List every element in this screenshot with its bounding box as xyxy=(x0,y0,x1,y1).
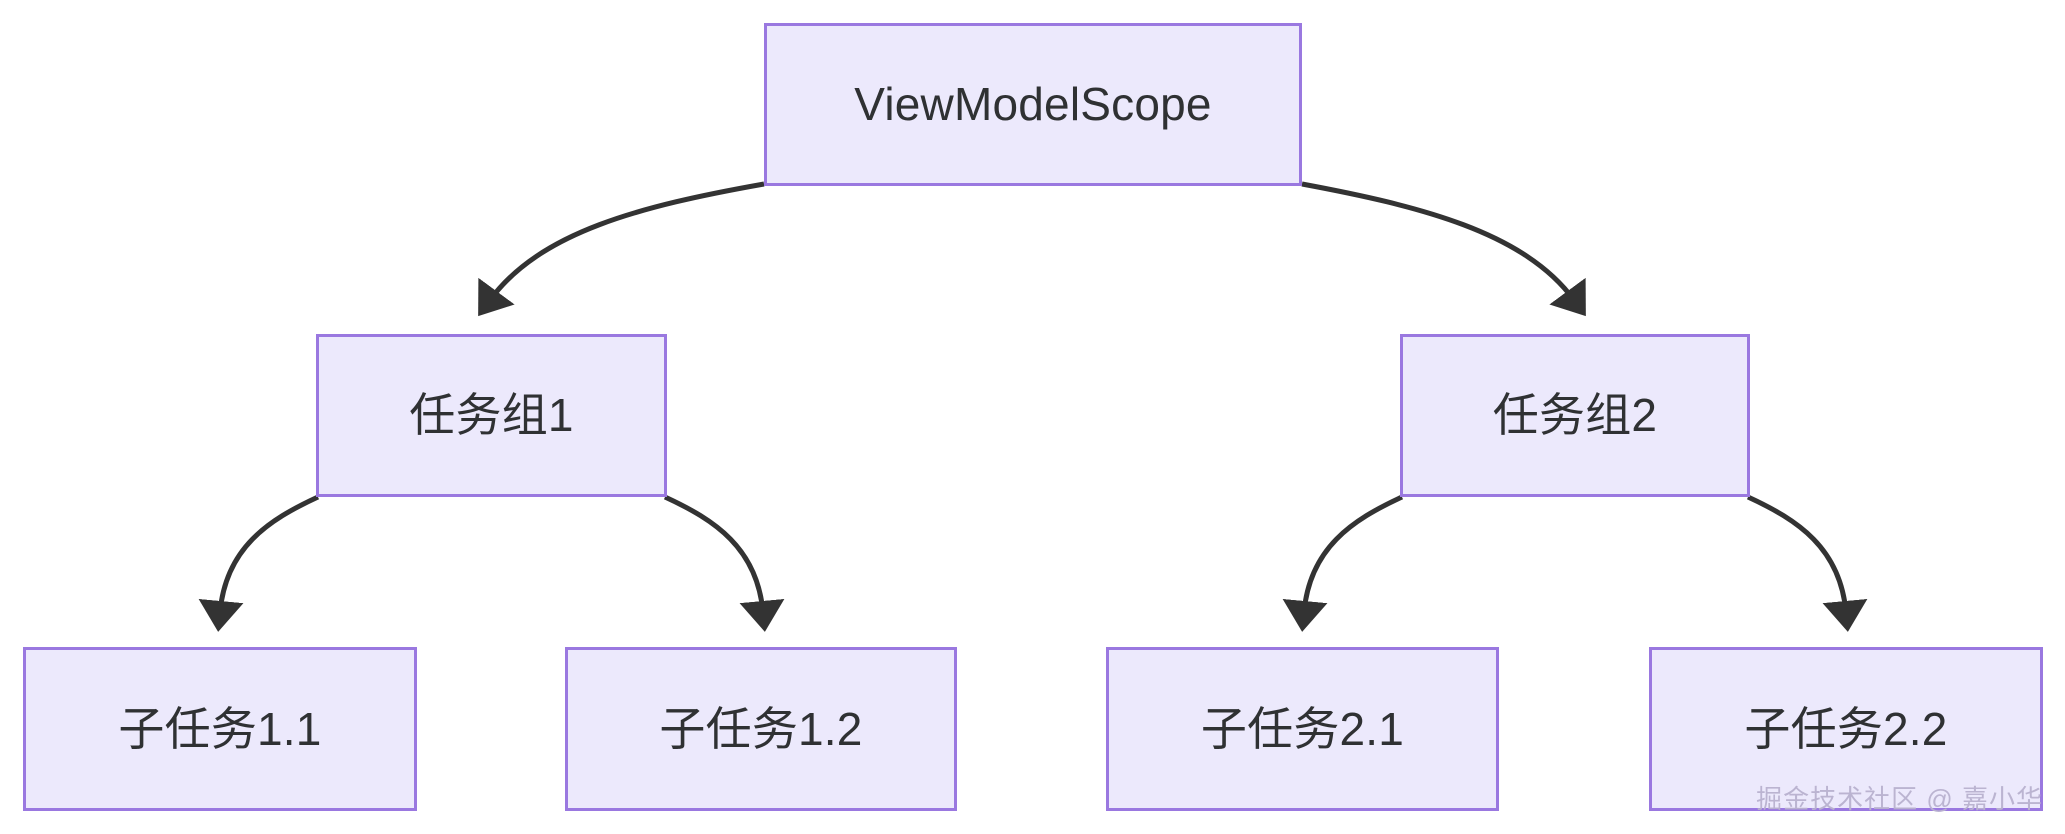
edge-group2-to-sub21 xyxy=(1282,494,1404,632)
node-task-group-2[interactable]: 任务组2 xyxy=(1400,334,1750,497)
node-task-group-1[interactable]: 任务组1 xyxy=(316,334,667,497)
node-subtask-1-2[interactable]: 子任务1.2 xyxy=(565,647,957,811)
node-label: 子任务2.1 xyxy=(1200,702,1405,755)
node-subtask-2-2[interactable]: 子任务2.2 xyxy=(1649,647,2043,811)
node-label: 子任务1.1 xyxy=(118,702,322,755)
node-label: ViewModelScope xyxy=(854,78,1212,131)
node-label: 子任务1.2 xyxy=(659,702,863,755)
edge-group1-to-sub11 xyxy=(198,494,320,632)
edge-group2-to-sub22 xyxy=(1746,494,1868,632)
node-label: 任务组2 xyxy=(1492,389,1658,442)
node-label: 子任务2.2 xyxy=(1744,702,1948,755)
node-viewmodelscope[interactable]: ViewModelScope xyxy=(764,23,1302,186)
edge-root-to-group2 xyxy=(1301,181,1586,317)
node-subtask-1-1[interactable]: 子任务1.1 xyxy=(23,647,417,811)
edge-group1-to-sub12 xyxy=(663,494,785,632)
node-label: 任务组1 xyxy=(409,389,574,442)
node-subtask-2-1[interactable]: 子任务2.1 xyxy=(1106,647,1499,811)
edge-root-to-group1 xyxy=(478,181,765,317)
